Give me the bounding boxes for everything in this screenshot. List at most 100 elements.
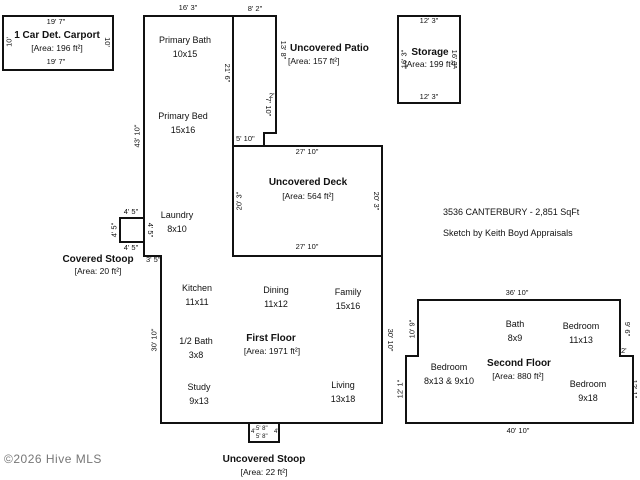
uncovered-stoop-area: [Area: 22 ft²] xyxy=(240,467,288,477)
info-credit: Sketch by Keith Boyd Appraisals xyxy=(443,228,573,238)
first-floor-dim-left-lower: 30' 10" xyxy=(149,328,159,352)
carport-title: 1 Car Det. Carport xyxy=(14,30,100,41)
room-dining: Dining 11x12 xyxy=(263,283,289,311)
patio-dim-top: 8' 2" xyxy=(247,4,263,13)
room-size: 9x18 xyxy=(578,393,598,403)
room-name: Bath xyxy=(505,319,525,329)
covered-stoop-dim-left: 4' 5" xyxy=(109,222,119,238)
room-second-bath: Bath 8x9 xyxy=(506,317,525,345)
room-bedroom-upper-right: Bedroom 11x13 xyxy=(563,319,600,347)
storage-area: [Area: 199 ft²] xyxy=(404,59,456,69)
carport-dim-left: 10' xyxy=(4,37,14,47)
uncovered-stoop-dim-a: 5' 8" xyxy=(256,426,268,432)
room-kitchen: Kitchen 11x11 xyxy=(182,281,212,309)
deck-dim-right: 20' 3" xyxy=(371,191,381,211)
room-name: Bedroom xyxy=(569,379,607,389)
carport-dim-top: 19' 7" xyxy=(46,17,66,26)
room-size: 8x9 xyxy=(507,333,523,343)
info-address: 3536 CANTERBURY - 2,851 SqFt xyxy=(443,207,580,217)
second-floor-dim-right-lower: 12' 1" xyxy=(629,379,639,399)
covered-stoop-dim-top: 4' 5" xyxy=(123,207,139,216)
patio-title: Uncovered Patio xyxy=(290,43,369,54)
carport-dim-right: 10' xyxy=(102,37,112,47)
carport-dim-bottom: 19' 7" xyxy=(46,57,66,66)
first-floor-title: First Floor xyxy=(246,333,296,344)
second-floor-outline xyxy=(405,299,634,424)
room-size: 8x10 xyxy=(167,224,187,234)
room-name: Dining xyxy=(263,285,289,295)
deck-dim-top: 27' 10" xyxy=(295,147,319,156)
covered-stoop-dim-right: 4' 5" xyxy=(145,222,155,238)
patio-dim-left: 21' 6" xyxy=(222,63,232,83)
second-floor-dim-bottom: 40' 10" xyxy=(506,426,530,435)
patio-outline xyxy=(232,15,277,147)
uncovered-stoop-dim-b: 5' 8" xyxy=(256,434,268,440)
second-floor-dim-left-lower: 12' 1" xyxy=(395,379,405,399)
room-name: Bedroom xyxy=(430,362,468,372)
covered-stoop-dim-bottom: 4' 5" xyxy=(123,243,139,252)
room-bedroom-left: Bedroom 8x13 & 9x10 xyxy=(424,360,474,388)
storage-title: Storage xyxy=(411,47,449,58)
first-floor-dim-left-upper: 43' 10" xyxy=(132,124,142,148)
patio-dim-right: 13' 8" xyxy=(278,40,288,60)
storage-dim-bottom: 12' 3" xyxy=(419,92,439,101)
second-floor-area: [Area: 880 ft²] xyxy=(492,371,544,381)
covered-stoop-area: [Area: 20 ft²] xyxy=(74,266,122,276)
room-size: 10x15 xyxy=(172,49,198,59)
second-floor-dim-right-upper: 9' 6" xyxy=(622,321,632,337)
room-name: Bedroom xyxy=(562,321,600,331)
covered-stoop-title: Covered Stoop xyxy=(62,254,134,265)
second-floor-dim-notch: 2' xyxy=(621,346,627,355)
uncovered-stoop-outline xyxy=(248,422,280,443)
room-size: 15x16 xyxy=(170,125,196,135)
room-size: 11x12 xyxy=(264,299,288,309)
room-size: 9x13 xyxy=(189,396,209,406)
uncovered-stoop-dim-c: 4' xyxy=(251,429,256,435)
room-half-bath: 1/2 Bath 3x8 xyxy=(179,334,213,362)
room-name: Laundry xyxy=(160,210,194,220)
covered-stoop-outline xyxy=(119,217,145,243)
first-floor-dim-right: 30' 10" xyxy=(385,328,395,352)
room-name: 1/2 Bath xyxy=(179,336,213,346)
room-size: 8x13 & 9x10 xyxy=(423,376,475,386)
carport-outline xyxy=(2,15,114,71)
deck-title: Uncovered Deck xyxy=(268,177,348,188)
room-primary-bath: Primary Bath 10x15 xyxy=(159,33,211,61)
second-floor-title: Second Floor xyxy=(487,358,551,369)
room-name: Family xyxy=(334,287,362,297)
second-floor-dim-top: 36' 10" xyxy=(505,288,529,297)
deck-area: [Area: 564 ft²] xyxy=(282,191,334,201)
room-family: Family 15x16 xyxy=(335,285,362,313)
room-name: Primary Bed xyxy=(158,111,208,121)
patio-dim-bottom: 5' 10" xyxy=(236,134,255,143)
room-name: Primary Bath xyxy=(158,35,212,45)
storage-dim-right: 16' 3" xyxy=(449,49,459,69)
first-floor-dim-top: 16' 3" xyxy=(178,3,198,12)
room-name: Study xyxy=(187,382,211,392)
deck-dim-bottom: 27' 10" xyxy=(295,242,319,251)
patio-area: [Area: 157 ft²] xyxy=(288,56,340,66)
room-size: 15x16 xyxy=(335,301,361,311)
room-laundry: Laundry 8x10 xyxy=(161,208,194,236)
storage-dim-left: 16' 3" xyxy=(399,49,409,69)
room-size: 13x18 xyxy=(330,394,356,404)
deck-dim-left: 20' 3" xyxy=(234,191,244,211)
room-size: 11x13 xyxy=(569,335,593,345)
room-primary-bed: Primary Bed 15x16 xyxy=(158,109,208,137)
patio-dim-inner: 7' 10" xyxy=(263,97,273,117)
patio-dim-small: 2' xyxy=(269,91,275,100)
uncovered-stoop-dim-d: 4' xyxy=(274,429,279,435)
room-bedroom-lower-right: Bedroom 9x18 xyxy=(570,377,607,405)
second-floor-dim-left-upper: 10' 9" xyxy=(407,319,417,339)
uncovered-stoop-title: Uncovered Stoop xyxy=(222,454,306,465)
copyright-watermark: ©2026 Hive MLS xyxy=(4,452,102,466)
storage-outline xyxy=(397,15,461,104)
room-size: 11x11 xyxy=(185,297,209,307)
room-size: 3x8 xyxy=(188,350,204,360)
storage-dim-top: 12' 3" xyxy=(419,16,439,25)
carport-area: [Area: 196 ft²] xyxy=(31,43,83,53)
room-study: Study 9x13 xyxy=(187,380,210,408)
room-name: Kitchen xyxy=(181,283,213,293)
deck-outline xyxy=(232,145,383,257)
room-name: Living xyxy=(331,380,355,390)
